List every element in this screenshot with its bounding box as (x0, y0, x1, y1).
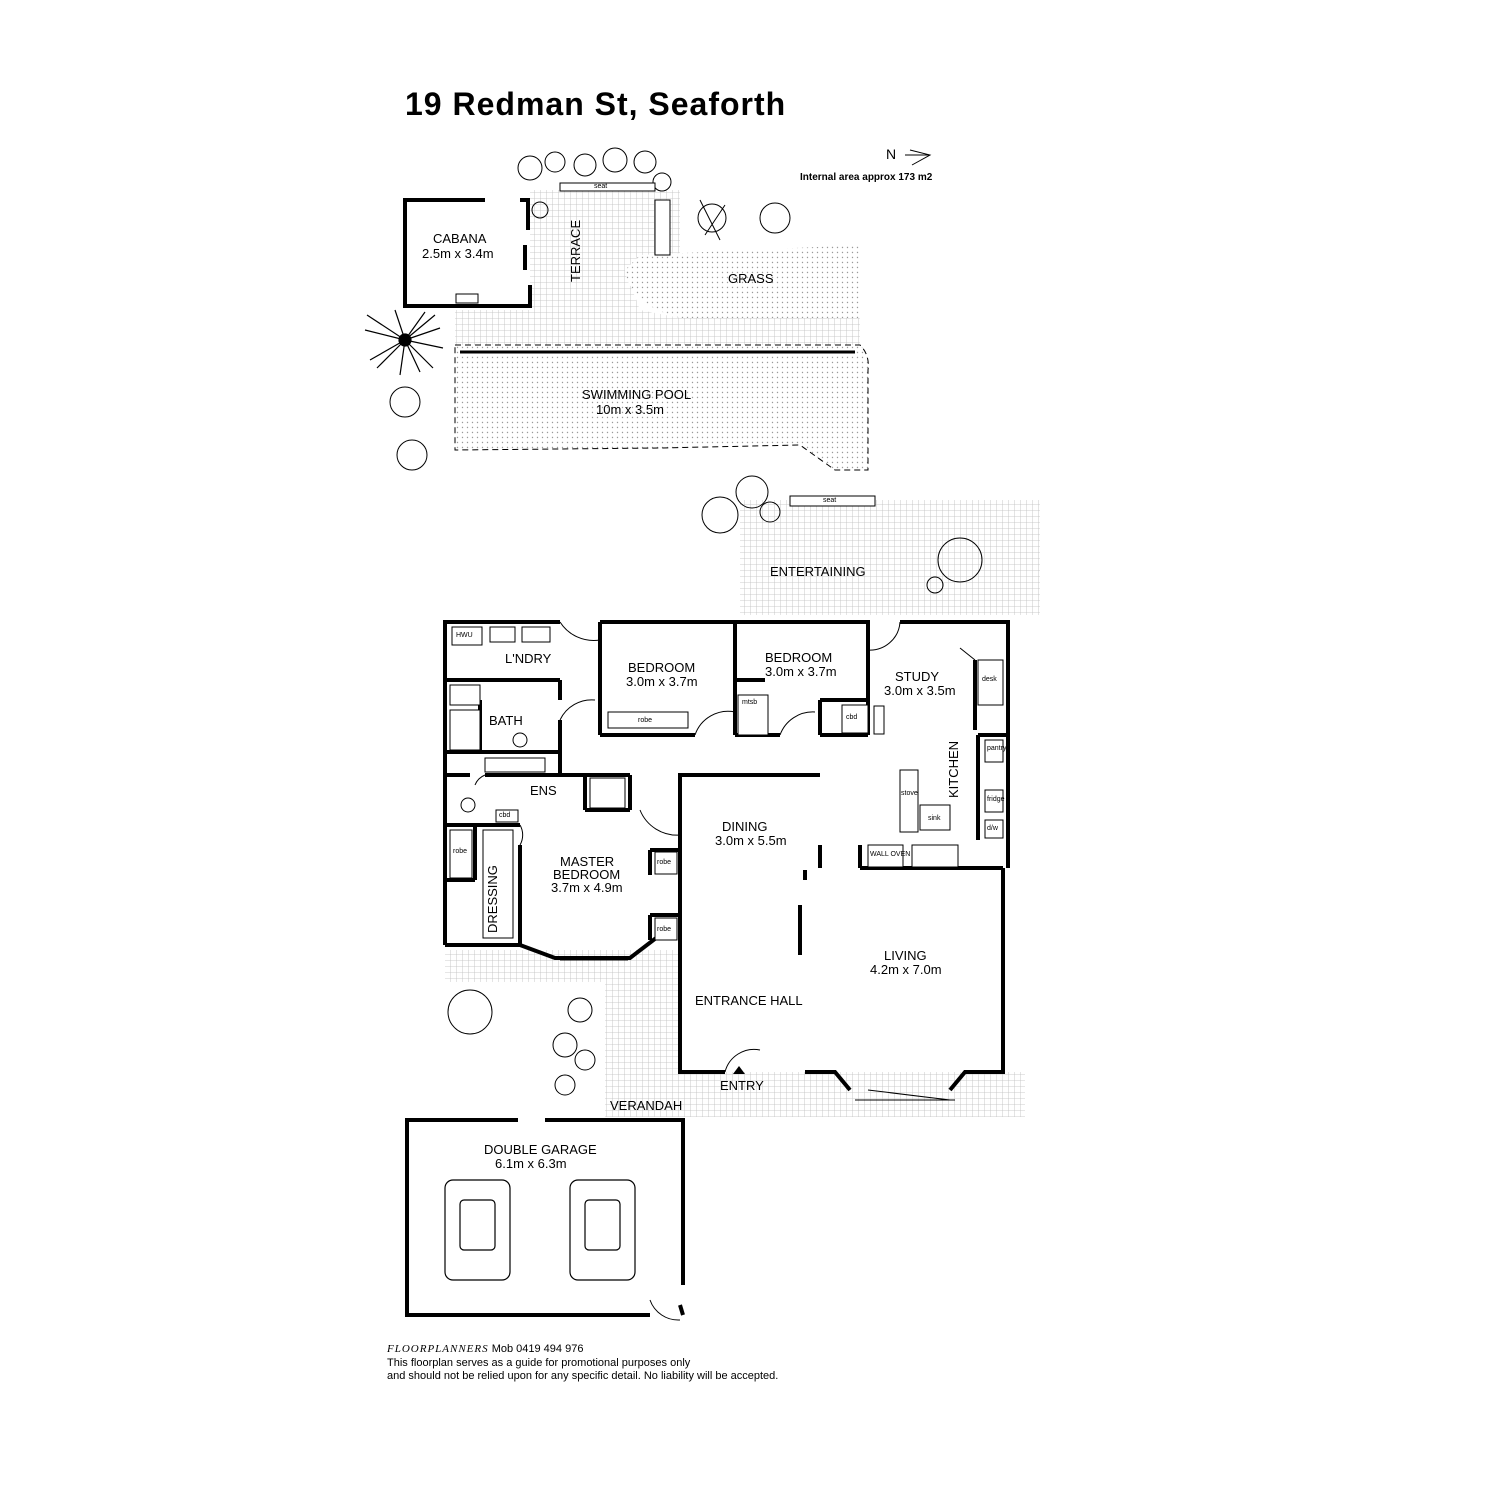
terrace-seat (559, 182, 671, 256)
entertaining-label: ENTERTAINING (770, 564, 866, 579)
garage-label: DOUBLE GARAGE (484, 1142, 597, 1157)
ensuite-label: ENS (530, 783, 557, 798)
cbd-label-ensuite: cbd (499, 812, 511, 819)
bath-label: BATH (489, 713, 523, 728)
cabana-walls (403, 198, 532, 308)
plant-cluster-top (517, 147, 791, 241)
pool-size: 10m x 3.5m (596, 402, 664, 417)
house-walls (443, 620, 1010, 1092)
entry-label: ENTRY (720, 1078, 764, 1093)
master-label: MASTER (560, 854, 615, 869)
palm-icon (364, 309, 444, 376)
footer-disclaimer-1: This floorplan serves as a guide for pro… (387, 1357, 691, 1369)
pantry-label: pantry (987, 745, 1007, 752)
stove-label: stove (901, 790, 918, 797)
footer-brand: FLOORPLANNERS (387, 1343, 489, 1355)
windows (560, 647, 976, 1101)
dining-label: DINING (722, 819, 768, 834)
seat-label-entertaining: seat (823, 497, 837, 504)
robe-label-dressing: robe (453, 848, 468, 855)
desk-label: desk (982, 676, 997, 683)
door-swings (474, 621, 901, 1321)
laundry-label: L'NDRY (505, 651, 552, 666)
footer-disclaimer-2: and should not be relied upon for any sp… (387, 1370, 779, 1382)
footer-credit: FLOORPLANNERS Mob 0419 494 976 (387, 1343, 583, 1355)
bedroom1-size: 3.0m x 3.7m (626, 674, 698, 689)
robe-label-bed1: robe (638, 717, 653, 724)
study-label: STUDY (895, 669, 940, 684)
north-arrow-icon (905, 149, 932, 166)
pool-surround (454, 344, 869, 471)
grass-label: GRASS (728, 271, 774, 286)
terrace-label: TERRACE (568, 219, 583, 282)
robe-label-master-1: robe (657, 859, 672, 866)
footer-phone: Mob 0419 494 976 (491, 1343, 584, 1355)
living-label: LIVING (884, 948, 927, 963)
study-size: 3.0m x 3.5m (884, 683, 956, 698)
dw-label: d/w (987, 825, 998, 832)
dining-size: 3.0m x 5.5m (715, 833, 787, 848)
dressing-label: DRESSING (485, 865, 500, 933)
cabana-label: CABANA (433, 231, 487, 246)
page-title: 19 Redman St, Seaforth (405, 86, 787, 122)
wall-oven-label: WALL OVEN (870, 851, 911, 858)
bedroom1-label: BEDROOM (628, 660, 696, 675)
cabana-sink (455, 293, 479, 304)
bedroom2-size: 3.0m x 3.7m (765, 664, 837, 679)
seat-label-top: seat (594, 183, 608, 190)
verandah-label: VERANDAH (610, 1098, 683, 1113)
garage-walls (405, 1118, 685, 1317)
kitchen-label: KITCHEN (946, 740, 961, 798)
bedroom-side-paving (445, 950, 1025, 1117)
master-size: 3.7m x 4.9m (551, 880, 623, 895)
house-fixtures (449, 626, 1004, 941)
fridge-label: fridge (987, 796, 1005, 803)
entrance-hall-label: ENTRANCE HALL (695, 993, 803, 1008)
car-icon (444, 1179, 636, 1281)
entry-arrow-icon (733, 1066, 745, 1074)
shrub-icons-left (389, 386, 983, 1096)
north-label: N (886, 146, 897, 162)
bedroom2-label: BEDROOM (765, 650, 833, 665)
entertaining-paving (740, 495, 1040, 615)
cbd-label-bed2: cbd (846, 714, 858, 721)
sink-label: sink (928, 815, 941, 822)
cabana-size: 2.5m x 3.4m (422, 246, 494, 261)
mtsb-label: mtsb (742, 699, 758, 706)
grass-area (625, 245, 860, 318)
master-label-2: BEDROOM (553, 867, 621, 882)
hwu-label: HWU (456, 632, 473, 639)
terrace-paving (455, 190, 860, 345)
pool-label: SWIMMING POOL (582, 387, 692, 402)
robe-label-master-2: robe (657, 926, 672, 933)
area-note: Internal area approx 173 m2 (800, 172, 933, 183)
living-size: 4.2m x 7.0m (870, 962, 942, 977)
garage-size: 6.1m x 6.3m (495, 1156, 567, 1171)
